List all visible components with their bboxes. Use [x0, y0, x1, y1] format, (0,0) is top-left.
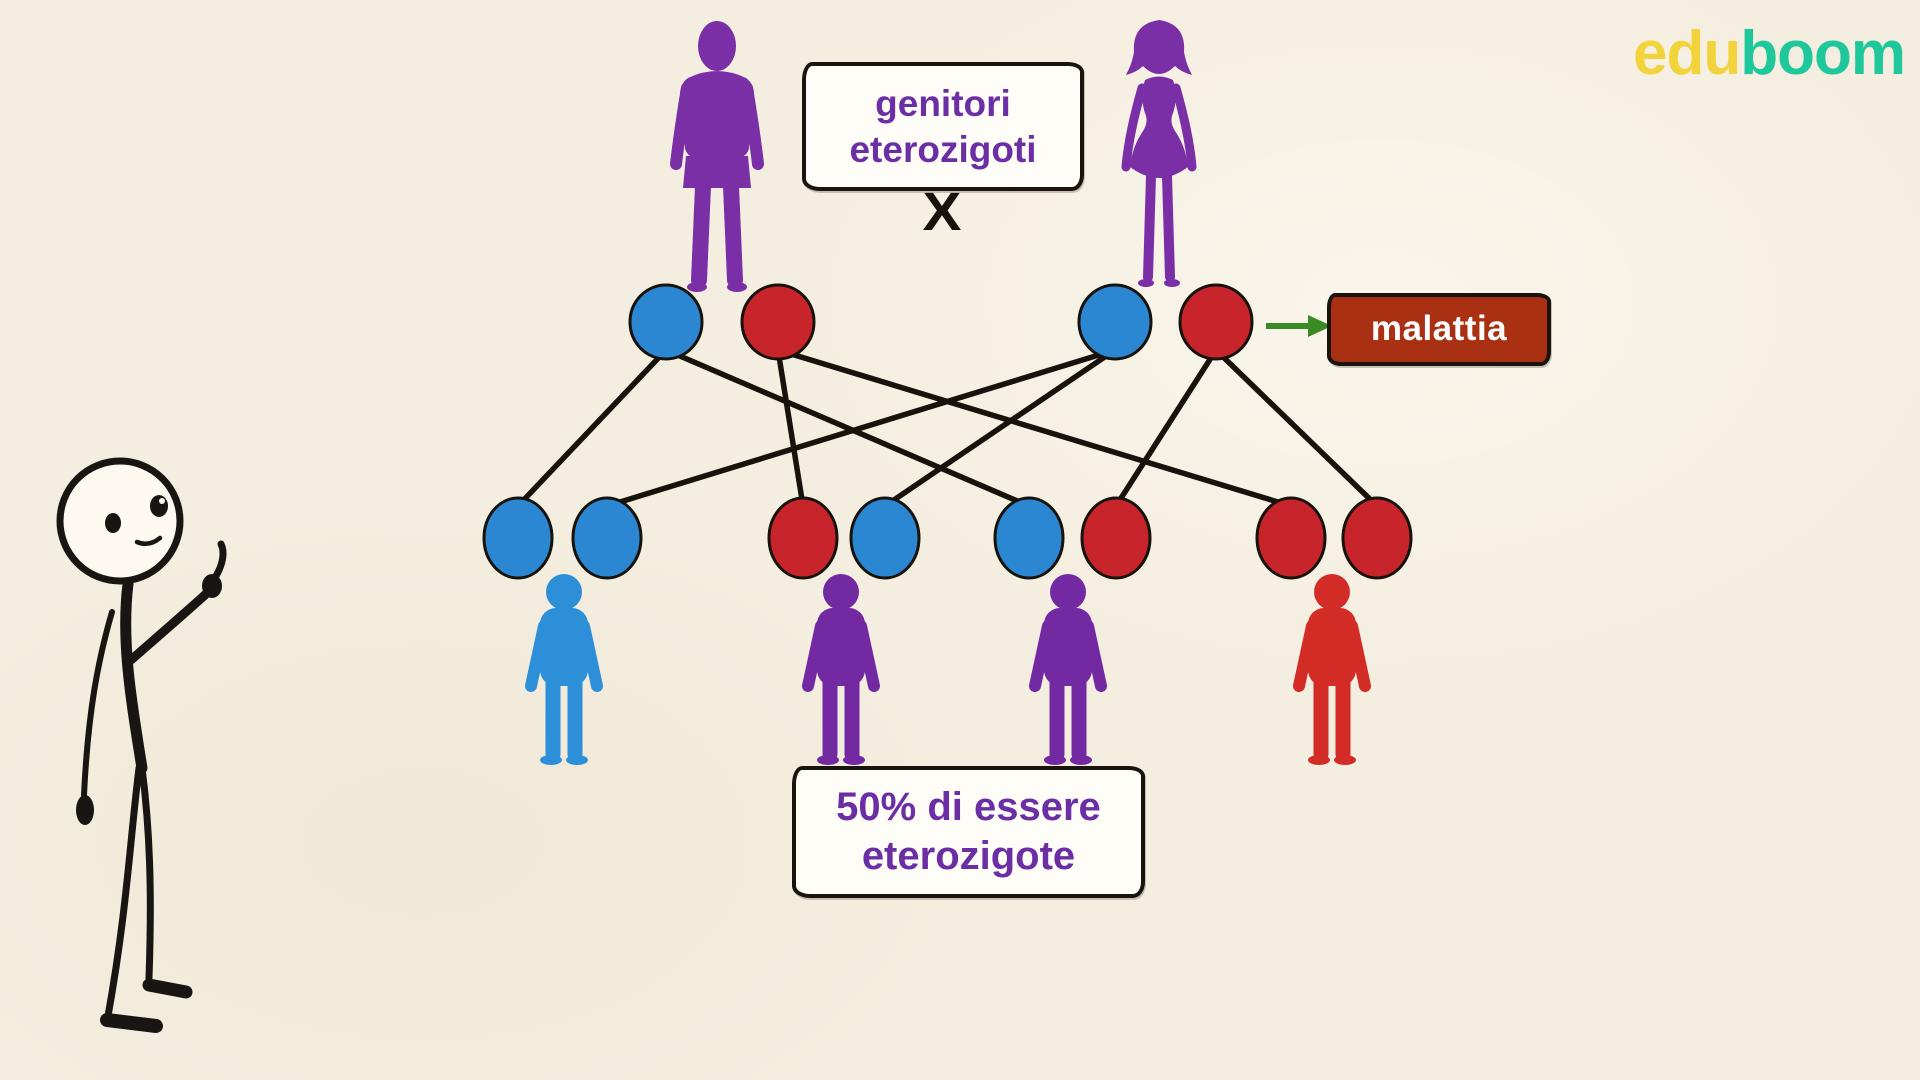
- child-allele-red: [1080, 496, 1152, 580]
- mother-silhouette-icon: [1121, 20, 1197, 287]
- child-allele-blue: [571, 496, 643, 580]
- left-eye-icon: [105, 513, 121, 533]
- mouth-icon: [134, 535, 163, 547]
- child-allele-blue: [993, 496, 1065, 580]
- front-leg: [104, 764, 143, 1020]
- parent-allele-red: [1178, 283, 1254, 361]
- inheritance-line: [1113, 347, 1219, 509]
- hanging-arm: [81, 609, 115, 798]
- parent-allele-blue: [628, 283, 704, 361]
- children-figures-layer: [525, 574, 1371, 765]
- inheritance-line: [1213, 347, 1380, 509]
- parents-label: genitori eterozigoti: [802, 62, 1084, 191]
- child-figure-red: [1293, 574, 1371, 765]
- logo-suffix: boom: [1740, 19, 1906, 88]
- inheritance-line: [775, 347, 806, 509]
- right-eye-icon: [150, 495, 168, 517]
- child-figure-blue: [525, 574, 603, 765]
- logo-prefix: edu: [1633, 19, 1741, 88]
- cross-mark: x: [922, 182, 962, 242]
- parents-label-line2: eterozigoti: [849, 128, 1037, 170]
- child-figure-purple: [1029, 574, 1107, 765]
- inheritance-lines-layer: [515, 347, 1380, 509]
- parent-allele-red: [740, 283, 816, 361]
- allele-circles-layer: [482, 283, 1413, 580]
- child-allele-red: [767, 496, 839, 580]
- inheritance-line: [882, 347, 1118, 509]
- child-allele-blue: [482, 496, 554, 580]
- parents-label-line1: genitori: [875, 83, 1011, 125]
- inheritance-line: [663, 347, 1032, 509]
- back-leg: [138, 764, 154, 982]
- inheritance-line: [604, 347, 1118, 509]
- disease-label-text: malattia: [1370, 309, 1508, 349]
- parent-allele-blue: [1077, 283, 1153, 361]
- stick-figure-presenter: [56, 457, 227, 1033]
- father-silhouette-icon: [670, 21, 764, 292]
- child-allele-blue: [849, 496, 921, 580]
- probability-label-line2: eterozigote: [861, 834, 1076, 878]
- child-figure-purple: [802, 574, 880, 765]
- child-allele-red: [1255, 496, 1327, 580]
- child-allele-red: [1341, 496, 1413, 580]
- probability-label: 50% di essere eterozigote: [792, 766, 1145, 898]
- probability-label-line1: 50% di essere: [836, 785, 1101, 830]
- inheritance-line: [515, 347, 669, 509]
- inheritance-line: [775, 347, 1294, 509]
- raised-arm: [126, 589, 211, 665]
- eduboom-logo: eduboom: [1633, 18, 1906, 89]
- disease-arrow-icon: [1266, 315, 1332, 337]
- disease-label: malattia: [1327, 293, 1551, 366]
